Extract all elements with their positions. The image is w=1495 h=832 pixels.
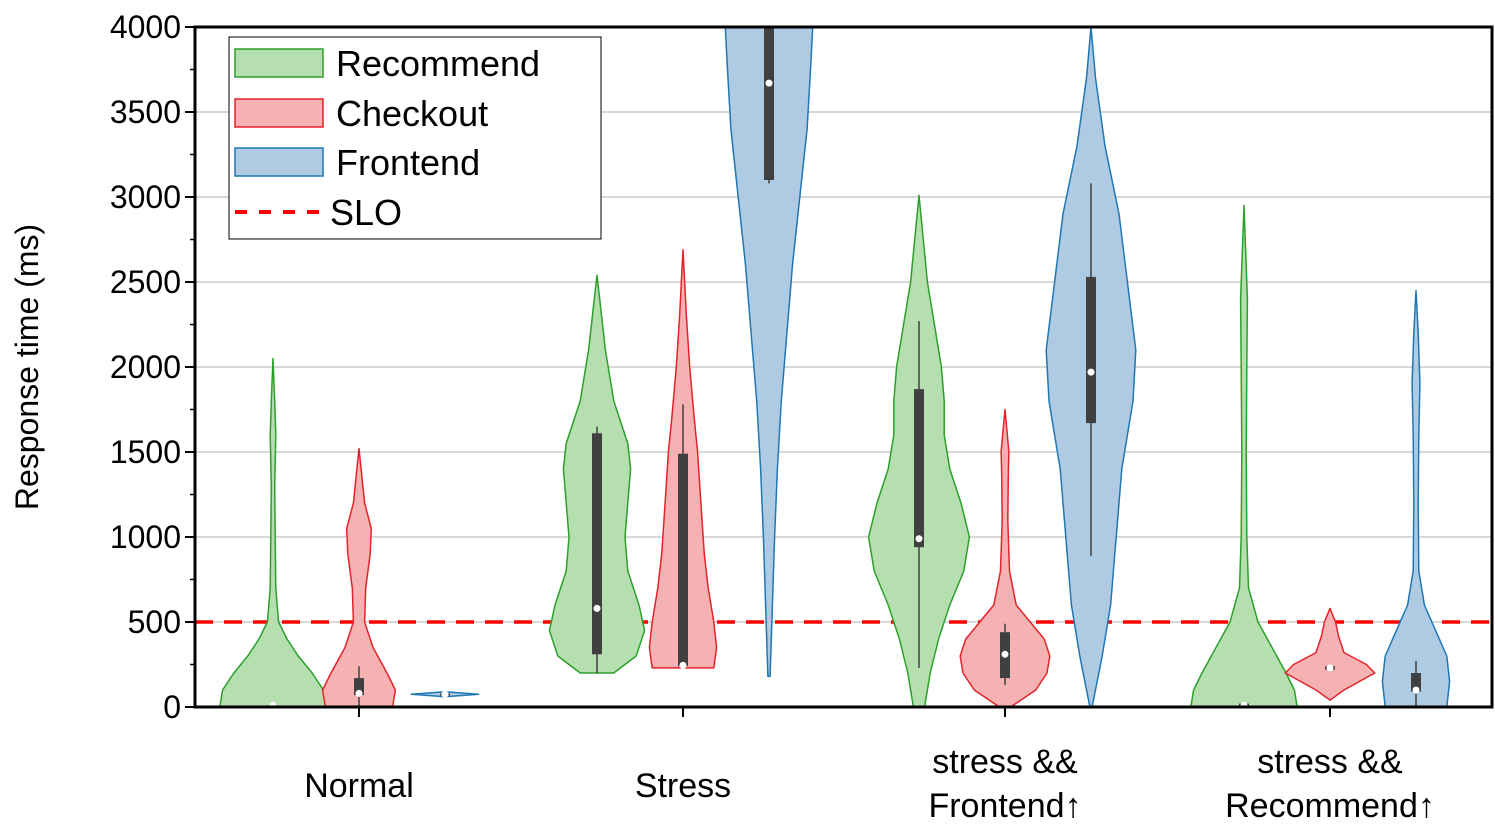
legend-swatch-checkout [234, 98, 324, 128]
violin-recommend [548, 274, 646, 674]
violin-body [959, 408, 1051, 708]
violin-iqr-box [914, 389, 924, 548]
violins [219, 26, 1451, 709]
violin-iqr-box [354, 678, 364, 696]
violin-checkout [1284, 607, 1376, 701]
violin-median [1326, 664, 1334, 672]
y-axis: 0 500 1000 1500 2000 2500 3000 3500 4000 [110, 9, 195, 725]
y-tick-label: 3500 [110, 94, 181, 130]
violin-recommend [219, 357, 327, 709]
violin-median [679, 661, 687, 669]
y-tick-label: 2500 [110, 264, 181, 300]
y-tick-label: 4000 [110, 9, 181, 45]
legend-swatch-frontend [234, 147, 324, 177]
violin-median [593, 604, 601, 612]
y-tick-label: 3000 [110, 179, 181, 215]
violin-body [321, 447, 397, 708]
violin-iqr-box [678, 453, 688, 667]
violin-frontend [724, 26, 814, 678]
legend-label: Frontend [336, 142, 480, 183]
violin-recommend [867, 194, 971, 708]
violin-frontend [1381, 289, 1451, 708]
violin-frontend [1045, 26, 1137, 708]
violin-body [1284, 607, 1376, 701]
y-axis-title: Response time (ms) [9, 224, 45, 510]
violin-iqr-box [592, 433, 602, 655]
violin-median [765, 79, 773, 87]
violin-iqr-box [1086, 276, 1096, 424]
x-category-label: stress && [1257, 743, 1403, 781]
violin-body [1381, 289, 1451, 708]
x-category-label: Frontend↑ [928, 787, 1081, 825]
violin-median [441, 690, 449, 698]
violin-iqr-box [1411, 673, 1421, 692]
x-category-label: Normal [304, 767, 414, 805]
violin-body [1190, 204, 1298, 708]
y-tick-label: 1500 [110, 434, 181, 470]
violin-checkout [959, 408, 1051, 708]
x-category-label: Stress [635, 767, 731, 805]
violin-frontend [410, 690, 480, 698]
y-tick-label: 500 [128, 604, 181, 640]
y-tick-label: 1000 [110, 519, 181, 555]
violin-checkout [648, 248, 718, 669]
violin-median [915, 535, 923, 543]
violin-median [1001, 650, 1009, 658]
legend-label: Checkout [336, 93, 488, 134]
x-category-label: Recommend↑ [1225, 787, 1435, 825]
y-tick-label: 0 [163, 689, 181, 725]
x-category-label: stress && [932, 743, 1078, 781]
violin-median [1412, 686, 1420, 694]
violin-body [219, 357, 327, 708]
legend-label: Recommend [336, 43, 540, 84]
violin-median [355, 689, 363, 697]
x-axis: Normal Stress stress && Frontend↑ stress && R… [304, 707, 1435, 825]
legend-swatch-recommend [234, 48, 324, 78]
legend-label: SLO [330, 192, 402, 233]
violin-median [1087, 368, 1095, 376]
violin-checkout [321, 447, 397, 708]
y-tick-label: 2000 [110, 349, 181, 385]
violin-recommend [1190, 204, 1298, 709]
violin-iqr-box [764, 27, 774, 180]
